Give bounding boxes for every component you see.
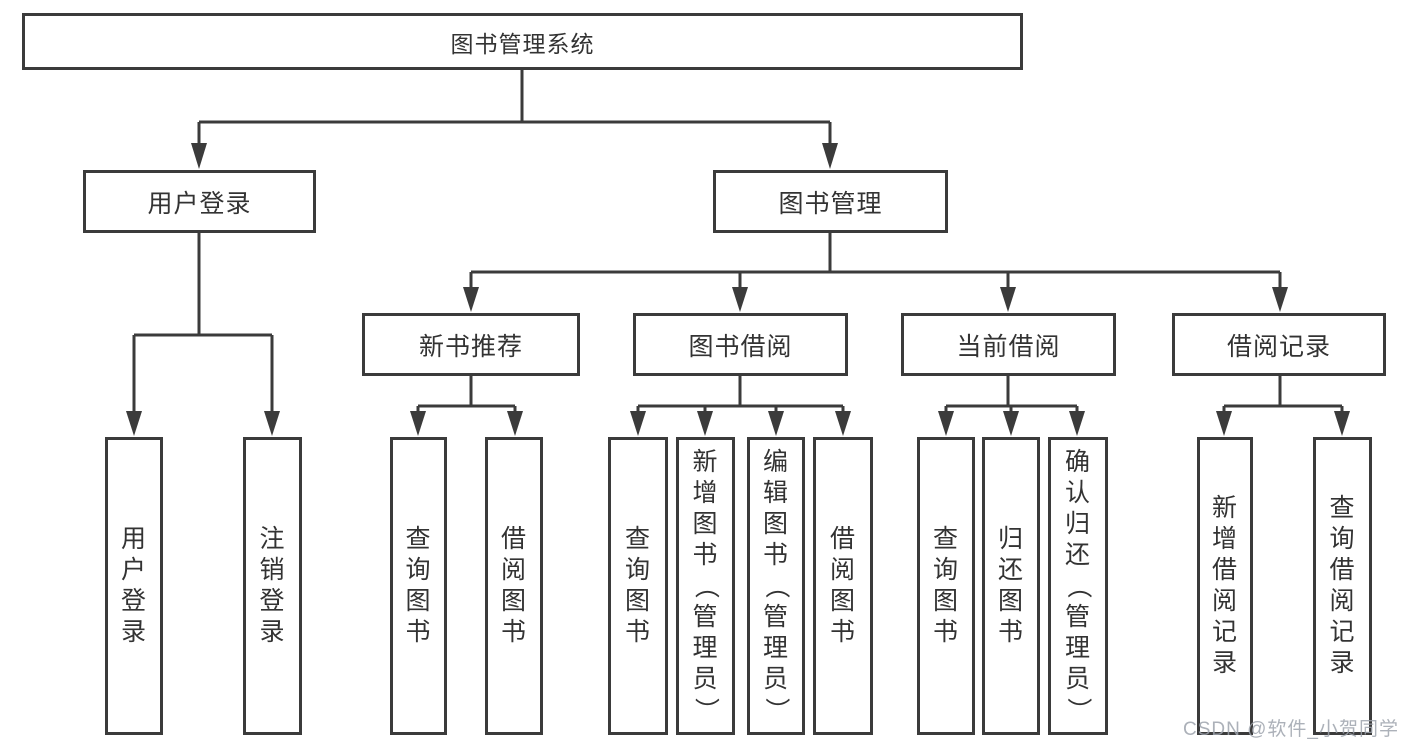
leaf-confirm-return-admin: 确认归还（管理员） <box>1048 437 1108 735</box>
leaf-edit-books-admin: 编辑图书（管理员） <box>747 437 805 735</box>
leaf-return-books: 归还图书 <box>982 437 1040 735</box>
node-current-borrow: 当前借阅 <box>901 313 1116 376</box>
leaf-query-books-current: 查询图书 <box>917 437 975 735</box>
node-user-login: 用户登录 <box>83 170 316 233</box>
leaf-user-login: 用户登录 <box>105 437 163 735</box>
leaf-logout: 注销登录 <box>243 437 302 735</box>
node-borrow-records: 借阅记录 <box>1172 313 1386 376</box>
arrowheads <box>126 143 1350 436</box>
node-book-borrow: 图书借阅 <box>633 313 848 376</box>
leaf-borrow-books: 借阅图书 <box>813 437 873 735</box>
leaf-query-books-recommend: 查询图书 <box>390 437 447 735</box>
node-book-management: 图书管理 <box>713 170 948 233</box>
leaf-add-borrow-record: 新增借阅记录 <box>1197 437 1253 735</box>
leaf-add-books-admin: 新增图书（管理员） <box>676 437 735 735</box>
node-library-system: 图书管理系统 <box>22 13 1023 70</box>
node-new-book-recommend: 新书推荐 <box>362 313 580 376</box>
leaf-query-books-borrow: 查询图书 <box>608 437 668 735</box>
leaf-borrow-books-recommend: 借阅图书 <box>485 437 543 735</box>
watermark: CSDN @软件_小贺同学 <box>1183 719 1399 740</box>
leaf-query-borrow-record: 查询借阅记录 <box>1313 437 1372 735</box>
